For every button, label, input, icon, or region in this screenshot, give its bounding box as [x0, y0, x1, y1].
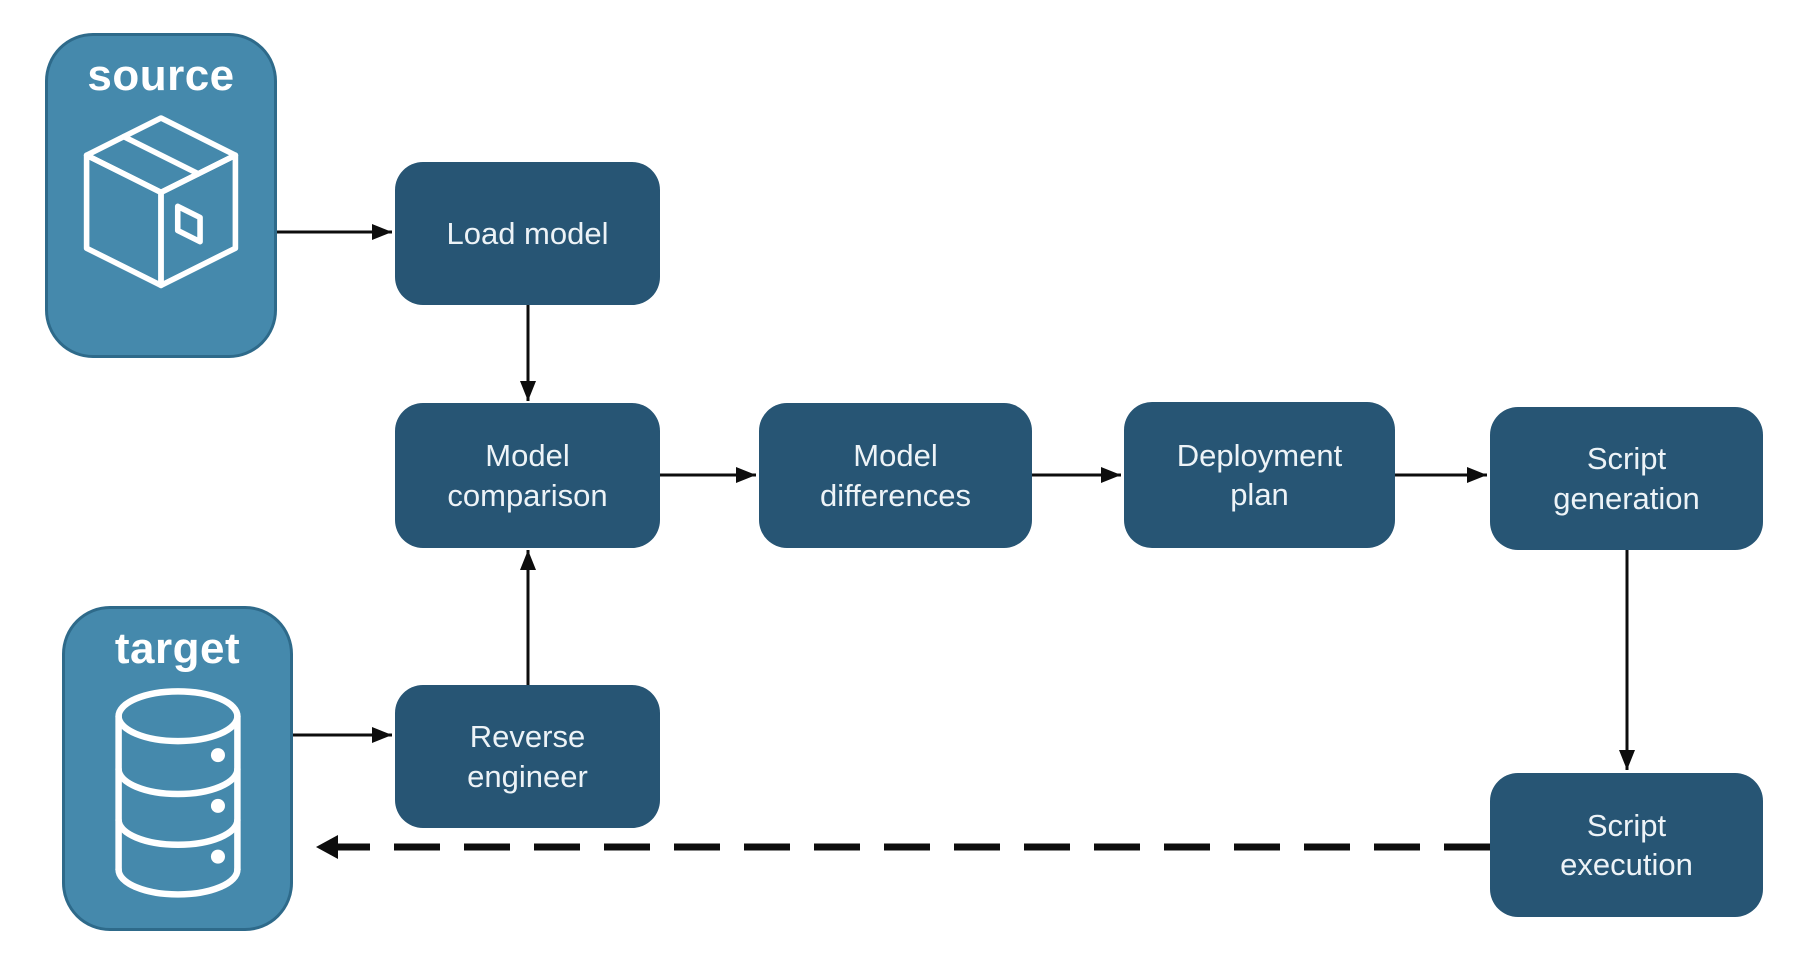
node-model-comparison: Model comparison — [395, 403, 660, 548]
load-model-label: Load model — [446, 215, 609, 251]
deployment-plan-label: Deployment plan — [1176, 437, 1343, 512]
database-icon — [97, 686, 259, 907]
entity-source: source — [45, 33, 277, 358]
node-deployment-plan: Deployment plan — [1124, 402, 1395, 548]
source-label: source — [87, 51, 235, 100]
model-differences-label: Model differences — [819, 438, 972, 513]
node-reverse-engineer: Reverse engineer — [395, 685, 660, 828]
script-execution-label: Script execution — [1560, 807, 1693, 882]
node-script-generation: Script generation — [1490, 407, 1763, 550]
node-load-model: Load model — [395, 162, 660, 305]
reverse-engineer-label: Reverse engineer — [467, 719, 588, 794]
package-icon — [68, 113, 254, 314]
node-script-execution: Script execution — [1490, 773, 1763, 917]
model-comparison-label: Model comparison — [447, 438, 608, 513]
target-label: target — [114, 624, 241, 673]
entity-target: target — [62, 606, 293, 931]
node-model-differences: Model differences — [759, 403, 1032, 548]
script-generation-label: Script generation — [1553, 441, 1700, 516]
